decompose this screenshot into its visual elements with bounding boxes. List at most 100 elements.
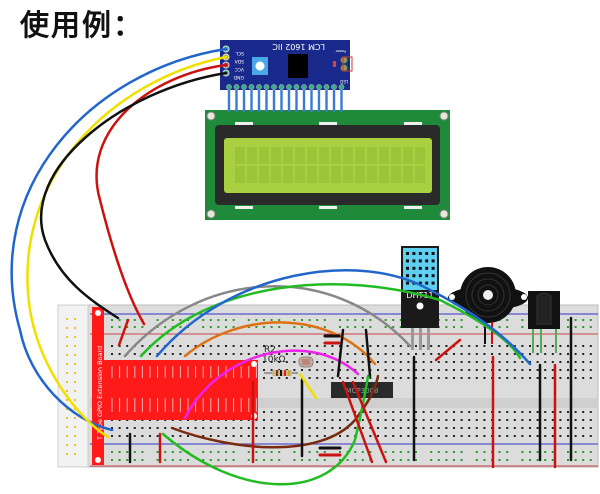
wire-red-vcc: [95, 63, 228, 326]
lcd-character-cell: [247, 147, 257, 164]
dht11-grille-hole: [412, 259, 416, 263]
breadboard-hole: [270, 427, 273, 429]
breadboard-hole: [407, 377, 410, 379]
lcd-character-cells: [235, 147, 425, 183]
breadboard-hole: [407, 353, 410, 355]
breadboard-hole: [179, 451, 182, 453]
breadboard-hole: [346, 377, 349, 379]
lcd-mount-hole: [206, 111, 216, 121]
breadboard-hole: [498, 369, 501, 371]
breadboard-hole: [369, 427, 372, 429]
breadboard-hole: [308, 353, 311, 355]
breadboard-hole: [149, 435, 151, 437]
lcd-header-pin: [340, 86, 343, 112]
side-rail-hole: [66, 390, 68, 392]
lcd-clip: [235, 122, 253, 125]
t-board-pin-label: [141, 366, 143, 378]
side-rail-hole: [74, 345, 76, 347]
breadboard-hole: [202, 319, 205, 321]
t-board-pin-label: [179, 366, 181, 378]
breadboard-hole: [445, 319, 448, 321]
breadboard-hole: [536, 419, 539, 421]
power-led: [333, 61, 336, 67]
breadboard-hole: [551, 419, 554, 421]
ir-receiver: [528, 291, 560, 353]
breadboard-hole: [445, 427, 448, 429]
breadboard-hole: [399, 377, 402, 379]
breadboard-hole: [209, 353, 212, 355]
breadboard-hole: [293, 326, 296, 328]
breadboard-hole: [445, 361, 448, 363]
breadboard-hole: [567, 427, 569, 429]
pin-label-vcc: VCC: [235, 66, 244, 72]
breadboard-hole: [506, 369, 509, 371]
breadboard-hole: [316, 369, 319, 371]
breadboard-hole: [475, 451, 478, 453]
breadboard-hole: [392, 459, 395, 461]
breadboard-hole: [437, 427, 440, 429]
wire-brown: [170, 374, 380, 449]
breadboard-hole: [551, 411, 554, 413]
breadboard-hole: [369, 451, 372, 453]
ir-receiver-pin: [540, 329, 542, 353]
breadboard-hole: [483, 345, 486, 347]
breadboard-hole: [255, 319, 258, 321]
breadboard-hole: [111, 435, 113, 437]
breadboard-hole: [126, 326, 129, 328]
breadboard-hole: [156, 345, 159, 347]
breadboard-hole: [293, 319, 296, 321]
lcd-character-cell: [367, 147, 377, 164]
breadboard-hole: [323, 345, 326, 347]
breadboard-hole: [551, 451, 554, 453]
dht11-grille-hole: [425, 259, 429, 263]
breadboard-hole: [270, 377, 273, 379]
wire-magenta: [183, 349, 360, 420]
breadboard-hole: [354, 451, 357, 453]
breadboard-hole: [217, 319, 220, 321]
breadboard-hole: [430, 435, 433, 437]
breadboard-hole: [529, 377, 531, 379]
wire-green-long: [139, 283, 522, 360]
breadboard-hole: [392, 427, 395, 429]
breadboard-hole: [422, 411, 425, 413]
lcd-header-pad: [338, 84, 345, 90]
breadboard-hole: [316, 377, 319, 379]
t-board-pin-label: [240, 398, 242, 412]
breadboard-hole: [247, 319, 250, 321]
breadboard-hole: [263, 411, 265, 413]
resistor-band: [276, 370, 278, 376]
breadboard-hole: [415, 345, 417, 347]
breadboard-hole: [453, 427, 455, 429]
breadboard-hole: [384, 326, 387, 328]
breadboard-hole: [559, 435, 562, 437]
breadboard-hole: [475, 369, 478, 371]
breadboard-hole: [361, 411, 364, 413]
breadboard-hole: [445, 435, 448, 437]
breadboard-hole: [263, 326, 265, 328]
breadboard-hole: [293, 419, 296, 421]
breadboard-hole: [133, 427, 136, 429]
breadboard-hole: [361, 451, 364, 453]
breadboard-hole: [529, 427, 531, 429]
breadboard-hole: [369, 326, 372, 328]
breadboard-hole: [437, 411, 440, 413]
breadboard-hole: [141, 427, 144, 429]
breadboard-hole: [278, 319, 281, 321]
breadboard-hole: [164, 427, 167, 429]
page-title: 使用例：: [20, 8, 145, 42]
breadboard-hole: [574, 427, 577, 429]
ir-receiver-dome: [536, 292, 552, 325]
breadboard-hole: [437, 459, 440, 461]
breadboard-hole: [247, 451, 250, 453]
breadboard-hole: [323, 369, 326, 371]
breadboard-hole: [574, 411, 577, 413]
i2c-chip: [288, 54, 308, 78]
breadboard-hole: [536, 451, 539, 453]
breadboard-hole: [354, 319, 357, 321]
breadboard-hole: [331, 353, 334, 355]
breadboard-hole: [187, 435, 189, 437]
breadboard-hole: [506, 427, 509, 429]
breadboard-hole: [270, 361, 273, 363]
breadboard-hole: [567, 326, 569, 328]
breadboard-hole: [369, 435, 372, 437]
